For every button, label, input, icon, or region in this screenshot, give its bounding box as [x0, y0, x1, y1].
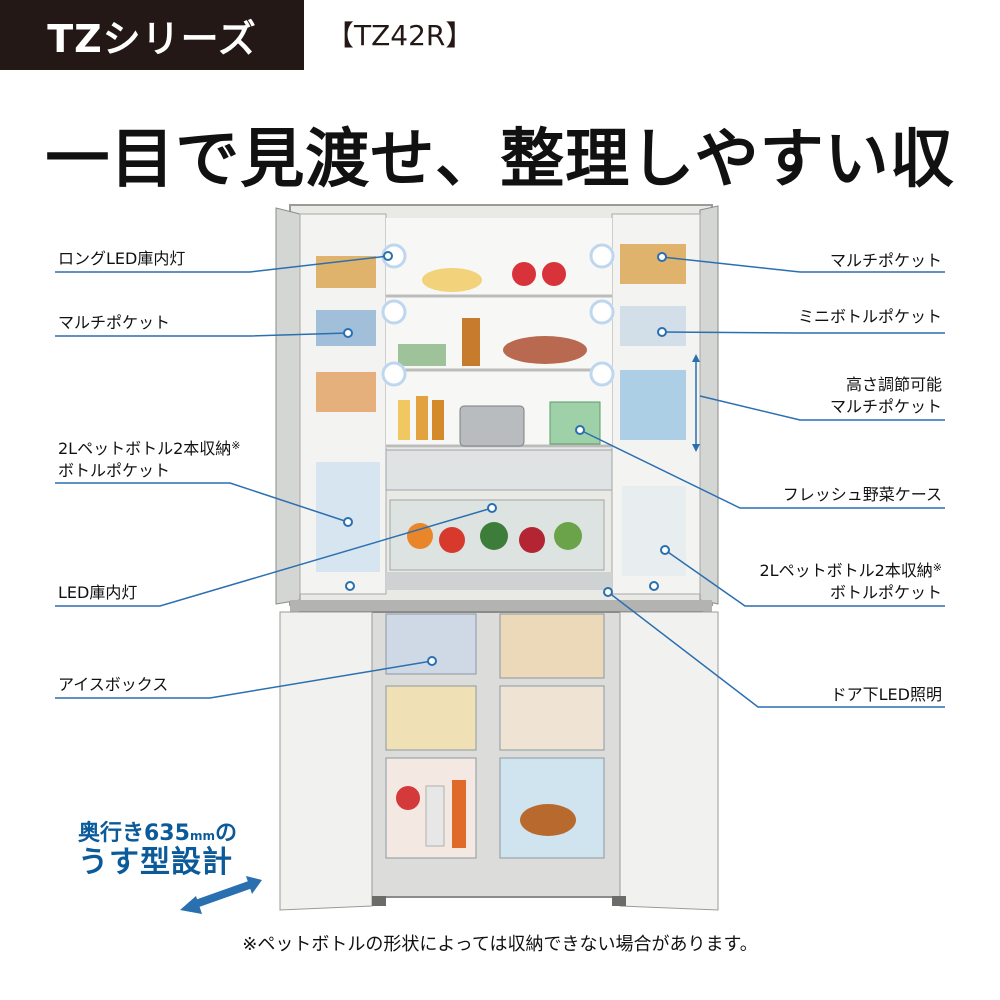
container-shelf: [398, 344, 446, 366]
jar-shelf: [462, 318, 480, 366]
footnote: ※ペットボトルの形状によっては収納できない場合があります。: [242, 934, 758, 955]
callout-lines: [55, 255, 945, 708]
dessert-cup-1: [512, 262, 536, 286]
fridge-divider: [290, 600, 712, 612]
meat-plate: [503, 336, 587, 364]
depth-arrow: [180, 876, 262, 914]
series-badge: TZシリーズ: [0, 0, 304, 70]
right-upper-door-edge: [699, 205, 719, 605]
callout-mini-bottle-pocket: ミニボトルポケット: [797, 307, 942, 326]
callout-dots: [343, 251, 670, 666]
callout-multi-pocket-left: マルチポケット: [58, 313, 171, 332]
fresh-vegetable-case: [549, 401, 601, 445]
callout-bottle-pocket-left: 2Lペットボトル2本収納※ ボトルポケット: [58, 439, 241, 480]
dessert-cup-2: [542, 262, 566, 286]
cake: [422, 268, 482, 292]
callout-long-led: ロングLED庫内灯: [58, 249, 186, 268]
series-label: TZシリーズ: [47, 16, 257, 61]
slim-design-label: 奥行き635mmの うす型設計: [78, 821, 237, 881]
callout-ice-box: アイスボックス: [58, 675, 169, 694]
callout-door-led: ドア下LED照明: [830, 685, 942, 704]
right-freezer-door: [619, 611, 719, 911]
callout-led-light: LED庫内灯: [58, 583, 138, 602]
callout-adjustable-pocket: 高さ調節可能 マルチポケット: [829, 375, 942, 416]
callout-bottle-pocket-right: 2Lペットボトル2本収納※ ボトルポケット: [759, 561, 943, 602]
model-number: 【TZ42R】: [326, 19, 474, 52]
pot: [459, 405, 525, 447]
left-freezer-door: [279, 611, 373, 911]
led-markers: [381, 243, 615, 387]
callout-fresh-vegetable: フレッシュ野菜ケース: [782, 485, 942, 504]
callout-multi-pocket-right: マルチポケット: [829, 251, 942, 270]
